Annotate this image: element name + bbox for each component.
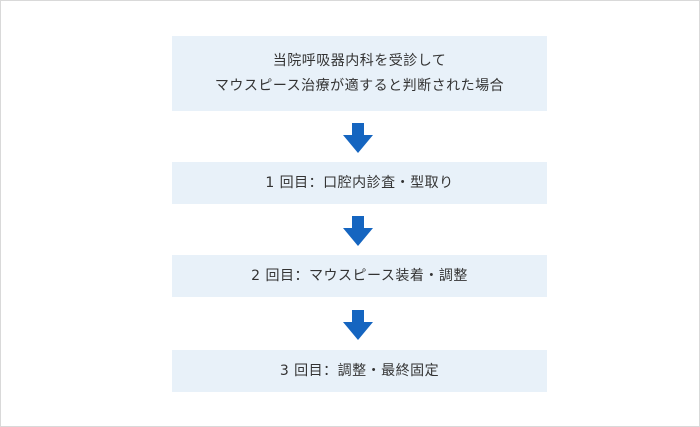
step-referral-line-1: 当院呼吸器内科を受診して bbox=[272, 52, 447, 69]
step-box-visit-3: 3 回目：調整・最終固定 bbox=[172, 350, 547, 392]
step-visit-3-label: 3 回目：調整・最終固定 bbox=[279, 362, 440, 379]
step-referral-line-2: マウスピース治療が適すると判断された場合 bbox=[214, 77, 505, 94]
arrow-down-icon bbox=[343, 310, 373, 340]
step-visit-2-label: 2 回目：マウスピース装着・調整 bbox=[251, 267, 468, 284]
step-visit-1-label: 1 回目：口腔内診査・型取り bbox=[265, 174, 454, 191]
step-box-visit-2: 2 回目：マウスピース装着・調整 bbox=[172, 255, 547, 297]
step-box-visit-1: 1 回目：口腔内診査・型取り bbox=[172, 162, 547, 204]
step-box-referral: 当院呼吸器内科を受診して マウスピース治療が適すると判断された場合 bbox=[172, 36, 547, 111]
arrow-down-icon bbox=[343, 216, 373, 246]
arrow-down-icon bbox=[343, 123, 373, 153]
